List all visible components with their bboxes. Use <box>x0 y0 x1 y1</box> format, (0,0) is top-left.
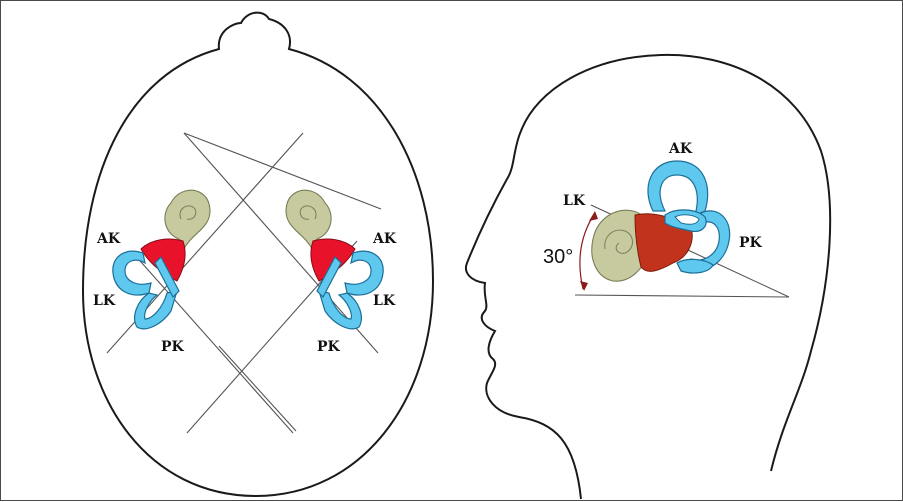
angle-label: 30° <box>543 246 573 268</box>
side-pk-label: PK <box>739 235 763 251</box>
side-canal-base <box>677 259 713 273</box>
side-view: AK LK PK 30° <box>466 55 830 499</box>
side-ak-label: AK <box>668 141 693 157</box>
top-view: AK LK PK AK LK PK <box>83 13 433 496</box>
left-inner-ear <box>113 190 210 329</box>
angle-arc-arrow-top <box>589 211 598 221</box>
horizontal-reference-line <box>575 295 789 297</box>
left-anterior-canal <box>113 251 151 295</box>
axis-line-lower-left <box>184 133 381 209</box>
axis-line-lower-right <box>219 346 296 431</box>
right-pk-label: PK <box>317 339 341 355</box>
left-lk-label: LK <box>93 293 116 309</box>
side-inner-ear <box>592 161 730 281</box>
axis-line-bottom-b <box>133 253 293 433</box>
left-lateral-canal <box>135 291 177 329</box>
side-lk-label: LK <box>563 193 586 209</box>
right-ak-label: AK <box>372 231 397 247</box>
right-anterior-canal <box>345 251 383 295</box>
side-anterior-canal <box>648 161 708 215</box>
right-lk-label: LK <box>373 293 396 309</box>
side-view-head-outline <box>466 55 830 499</box>
left-pk-label: PK <box>161 339 185 355</box>
angle-arc-arrow-bottom <box>580 281 588 291</box>
left-ak-label: AK <box>96 231 121 247</box>
right-inner-ear <box>286 190 383 329</box>
